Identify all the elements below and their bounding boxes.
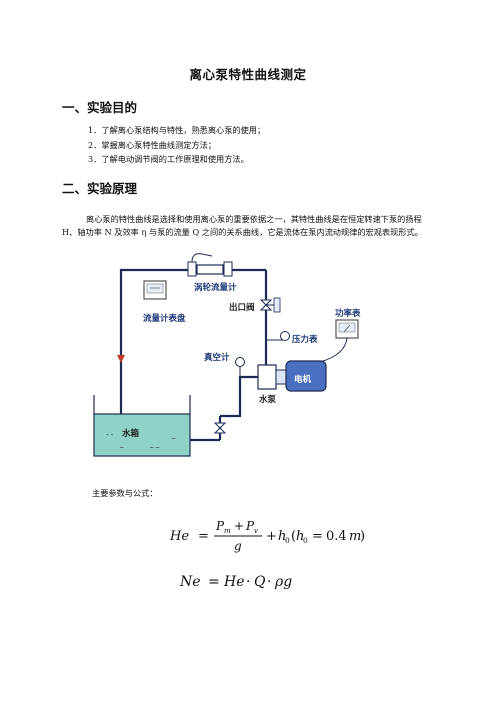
section-heading-principle: 二、实验原理 xyxy=(62,181,138,196)
svg-text:_: _ xyxy=(171,431,176,439)
objectives-list: 1．了解离心泵结构与特性，熟悉离心泵的使用； 2．掌握离心泵特性曲线测定方法； … xyxy=(88,123,265,167)
formula-block: He = P m + P v g + h 0 ( h 0 = 0.4 m ) N… xyxy=(170,519,365,590)
motor-label: 电机 xyxy=(294,374,312,385)
svg-text:h: h xyxy=(278,529,286,544)
svg-text:_: _ xyxy=(119,440,124,448)
svg-text:0: 0 xyxy=(285,536,290,545)
flow-arrow-icon xyxy=(117,355,125,363)
list-item: 1．了解离心泵结构与特性，熟悉离心泵的使用； xyxy=(88,125,266,135)
turbine-flowmeter xyxy=(196,264,224,275)
tank-label: 水箱 xyxy=(121,428,140,439)
svg-text:·: · xyxy=(246,574,250,590)
svg-text:(: ( xyxy=(291,529,296,544)
svg-text:v: v xyxy=(254,527,258,535)
svg-text:m: m xyxy=(224,527,231,535)
svg-text:g: g xyxy=(234,539,242,553)
svg-text:): ) xyxy=(360,529,365,544)
formula-ne-lhs: Ne xyxy=(179,574,201,590)
principle-paragraph: 离心泵的特性曲线是选择和使用离心泵的重要依据之一，其特性曲线是在恒定转速下泵的扬… xyxy=(62,214,423,237)
list-item: 3．了解电动调节阀的工作原理和使用方法。 xyxy=(88,154,249,165)
svg-text:+: + xyxy=(266,529,277,544)
suction-pipe xyxy=(220,375,258,418)
pump-body xyxy=(257,364,277,390)
pump-label: 水泵 xyxy=(258,394,277,405)
formula-he-lhs: He xyxy=(170,529,189,544)
tank-water xyxy=(93,413,191,457)
pressure-gauge-label: 压力表 xyxy=(292,334,318,345)
return-pipe xyxy=(119,268,188,414)
vacuum-gauge-label: 真空计 xyxy=(204,352,230,363)
svg-text:=: = xyxy=(208,574,220,590)
turbine-flowmeter-label: 涡轮流量计 xyxy=(194,282,237,293)
svg-text:- -: - - xyxy=(106,431,114,439)
vacuum-gauge-icon xyxy=(235,357,245,367)
outlet-valve-actuator xyxy=(273,297,281,313)
outlet-valve-label: 出口阀 xyxy=(229,302,255,313)
suction-valve-icon xyxy=(213,422,227,429)
pressure-gauge-icon xyxy=(280,331,290,341)
svg-text:·: · xyxy=(267,574,271,590)
svg-text:P: P xyxy=(245,519,255,533)
svg-text:ρg: ρg xyxy=(274,574,292,590)
svg-text:P: P xyxy=(215,519,225,533)
svg-text:=: = xyxy=(312,529,323,544)
flow-display-label: 流量计表盘 xyxy=(143,313,186,324)
power-meter-label: 功率表 xyxy=(335,308,361,319)
svg-text:h: h xyxy=(296,529,304,544)
svg-text:m: m xyxy=(349,529,361,544)
list-item: 2．掌握离心泵特性曲线测定方法； xyxy=(88,139,217,150)
svg-text:0: 0 xyxy=(303,536,308,545)
svg-text:=: = xyxy=(198,529,209,544)
section-heading-objectives: 一、实验目的 xyxy=(62,100,138,115)
svg-text:He: He xyxy=(223,574,245,590)
svg-text:Q: Q xyxy=(254,574,266,590)
svg-text:_ _: _ _ xyxy=(149,440,160,448)
svg-text:0.4: 0.4 xyxy=(326,529,347,544)
motor-body xyxy=(285,360,327,392)
page-title: 离心泵特性曲线测定 xyxy=(189,67,307,82)
params-label: 主要参数与公式： xyxy=(92,488,158,498)
svg-text:+: + xyxy=(234,519,244,533)
